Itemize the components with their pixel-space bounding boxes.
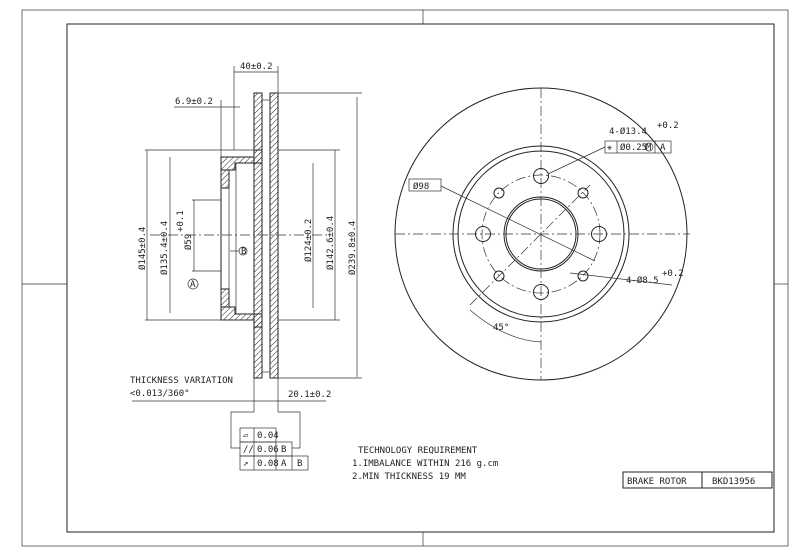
title-block: BRAKE ROTOR BKD13956 [622, 471, 773, 489]
position-datum: A [660, 143, 666, 153]
large-holes-label: 4-Ø13.4 [609, 126, 647, 137]
thickness-dim: 20.1±0.2 [288, 390, 331, 400]
dia-124: Ø124±0.2 [303, 219, 314, 262]
position-icon: ⌖ [607, 144, 612, 154]
front-view: Ø98 4-Ø13.4 +0.2 ⌖ Ø0.25 M A 4-Ø8.5 +0.2… [394, 87, 690, 381]
drawing-border [21, 9, 789, 547]
runout-value: 0.08 [257, 459, 279, 469]
large-holes-tol: +0.2 [657, 121, 679, 131]
dia-59-tol: +0.1 [176, 210, 186, 232]
position-tol: Ø0.25 [620, 142, 647, 153]
thickness-variation-value: <0.013/360° [130, 389, 190, 399]
small-holes-label: 4-Ø8.5 [626, 275, 659, 286]
hat-offset-dim: 6.9±0.2 [175, 97, 213, 107]
dia-142: Ø142.6±0.4 [325, 216, 336, 270]
width-dim: 40±0.2 [240, 62, 273, 72]
side-section-view: 40±0.2 6.9±0.2 Ø145±0.4 Ø135.4±0.4 Ø59 +… [130, 62, 362, 449]
part-name: BRAKE ROTOR [627, 477, 687, 487]
flatness-symbol: ▱ [243, 431, 249, 441]
tolerance-frame: ▱ 0.04 // 0.06 B ↗ 0.08 A B [239, 427, 309, 471]
note-min-thickness: 2.MIN THICKNESS 19 MM [352, 472, 466, 482]
small-holes-tol: +0.2 [662, 269, 684, 279]
dia-239: Ø239.8±0.4 [347, 221, 358, 275]
technology-notes: TECHNOLOGY REQUIREMENT 1.IMBALANCE WITHI… [352, 446, 498, 482]
notes-title: TECHNOLOGY REQUIREMENT [358, 446, 478, 456]
note-imbalance: 1.IMBALANCE WITHIN 216 g.cm [352, 459, 498, 469]
runout-datum-b: B [297, 459, 302, 469]
thickness-variation-label: THICKNESS VARIATION [130, 376, 233, 386]
parallelism-datum: B [281, 445, 286, 455]
runout-symbol: ↗ [243, 459, 248, 469]
dia-145: Ø145±0.4 [137, 227, 148, 270]
parallelism-value: 0.06 [257, 445, 279, 455]
datum-b: B [241, 247, 246, 257]
dia-59: Ø59 [183, 234, 194, 250]
angle-label: 45° [493, 323, 509, 333]
dia-135: Ø135.4±0.4 [159, 221, 170, 275]
datum-a: A [190, 280, 196, 290]
position-modifier: M [646, 143, 652, 153]
bolt-holes [475, 168, 607, 300]
runout-datum-a: A [281, 459, 287, 469]
part-number: BKD13956 [712, 477, 755, 487]
bolt-circle-label: Ø98 [413, 181, 429, 192]
flatness-value: 0.04 [257, 431, 279, 441]
parallelism-symbol: // [243, 445, 254, 455]
